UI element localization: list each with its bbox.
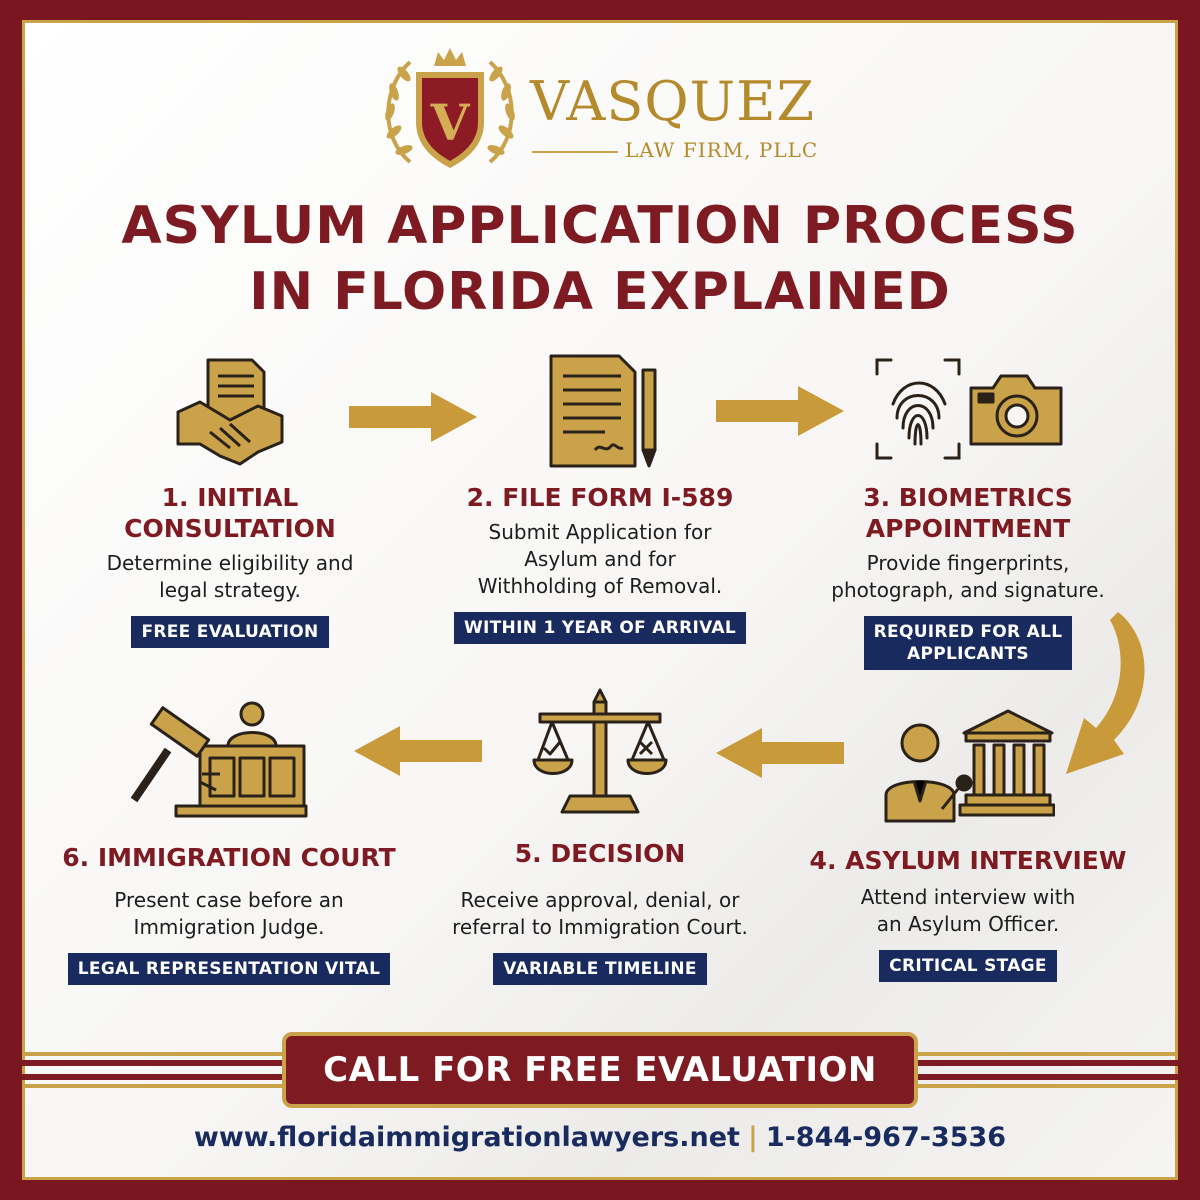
- arrow-right-2: [716, 386, 844, 436]
- page-title-line2: IN FLORIDA EXPLAINED: [249, 262, 951, 322]
- website-link[interactable]: www.floridaimmigrationlawyers.net: [193, 1122, 740, 1153]
- status-badge: LEGAL REPRESENTATION VITAL: [67, 953, 391, 985]
- page-title-line1: ASYLUM APPLICATION PROCESS: [121, 196, 1079, 256]
- status-badge: WITHIN 1 YEAR OF ARRIVAL: [453, 612, 747, 644]
- arrow-left-2: [354, 726, 482, 776]
- brand-divider: [532, 151, 618, 153]
- logo-letter: V: [430, 93, 471, 152]
- shield-laurel-icon: V: [385, 48, 515, 168]
- brand-name: VASQUEZ: [530, 70, 816, 133]
- scales-icon: [532, 688, 668, 814]
- step-title: 6. IMMIGRATION COURT: [62, 843, 396, 872]
- brand-logo: V VASQUEZ LAW FIRM, PLLC: [380, 42, 840, 182]
- status-badge: FREE EVALUATION: [131, 616, 329, 648]
- call-for-free-evaluation-button[interactable]: CALL FOR FREE EVALUATION: [282, 1032, 918, 1108]
- arrow-curved-down: [1066, 612, 1145, 774]
- step-2-file-form: 2. FILE FORM I-589 Submit Application fo…: [420, 482, 780, 644]
- form-pen-icon: [549, 354, 657, 468]
- brand-subtitle: LAW FIRM, PLLC: [625, 138, 819, 162]
- step-4-asylum-interview: 4. ASYLUM INTERVIEW Attend interview wit…: [790, 845, 1146, 982]
- contact-separator: |: [747, 1122, 758, 1153]
- fingerprint-camera-icon: [875, 358, 1063, 460]
- step-title: 5. DECISION: [514, 839, 686, 868]
- arrow-right-1: [349, 392, 477, 442]
- infographic-panel: [22, 20, 1178, 1180]
- judge-gavel-icon: [130, 701, 308, 818]
- contact-line: www.floridaimmigrationlawyers.net|1-844-…: [0, 1122, 1200, 1153]
- step-title: 2. FILE FORM I-589: [466, 483, 734, 512]
- step-description: Provide fingerprints,photograph, and sig…: [831, 551, 1105, 602]
- step-6-immigration-court: 6. IMMIGRATION COURT Present case before…: [44, 842, 414, 985]
- status-badge: VARIABLE TIMELINE: [493, 953, 707, 985]
- step-5-decision: 5. DECISION Receive approval, denial, or…: [420, 838, 780, 985]
- handshake-document-icon: [176, 358, 284, 466]
- phone-link[interactable]: 1-844-967-3536: [765, 1122, 1007, 1153]
- status-badge: CRITICAL STAGE: [879, 950, 1057, 982]
- officer-courthouse-icon: [884, 709, 1055, 823]
- arrow-left-1: [716, 728, 844, 778]
- step-title: 4. ASYLUM INTERVIEW: [809, 846, 1127, 875]
